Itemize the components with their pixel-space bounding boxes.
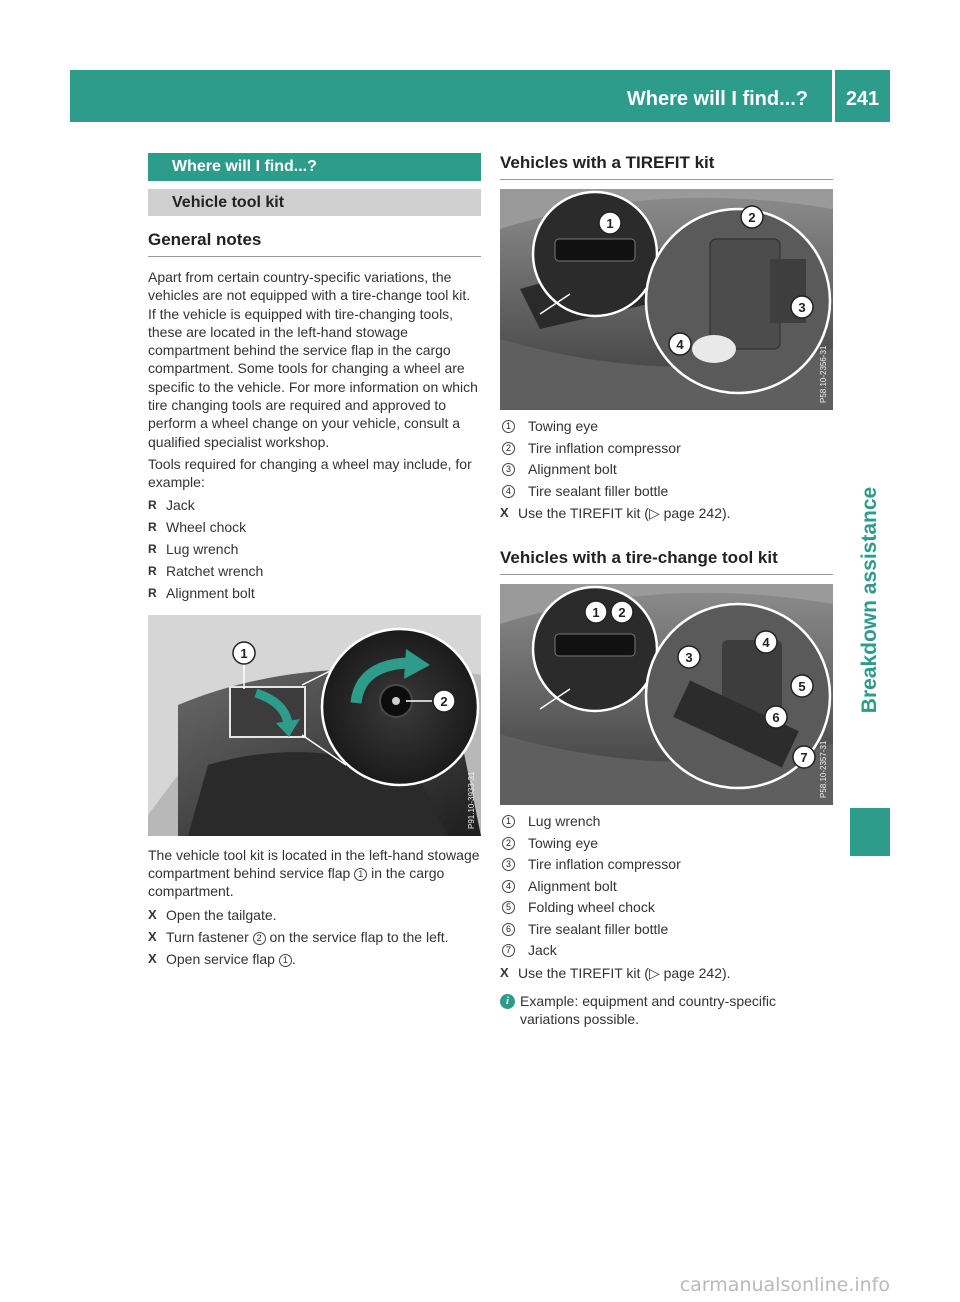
callout-ref: 1 xyxy=(354,867,368,881)
page-number: 241 xyxy=(845,88,880,110)
tire-change-action: Use the TIREFIT kit (▷ page 242). xyxy=(500,962,833,984)
callout-3: 3 xyxy=(798,300,805,315)
heading-tire-change-kit: Vehicles with a tire-change tool kit xyxy=(500,548,833,575)
callout-2: 2 xyxy=(748,210,755,225)
page-reference-link[interactable]: Use the TIREFIT kit (▷ page 242). xyxy=(500,502,833,524)
section-title: Where will I find...? xyxy=(148,153,481,181)
callout-2: 2 xyxy=(440,694,447,709)
figure-code: P91.10-3933-31 xyxy=(467,771,476,829)
header-bar xyxy=(70,70,890,122)
callout-3: 3 xyxy=(685,650,692,665)
figure-code: P58.10-2356-31 xyxy=(819,345,828,403)
step-open-flap: Open service flap 1. xyxy=(148,948,481,970)
figure-code: P58.10-2357-31 xyxy=(819,740,828,798)
heading-general-notes: General notes xyxy=(148,230,481,257)
info-icon: i xyxy=(500,993,515,1009)
subsection-title: Vehicle tool kit xyxy=(148,189,481,216)
page-reference-link[interactable]: Use the TIREFIT kit (▷ page 242). xyxy=(500,962,833,984)
tirefit-figure: 1 2 3 4 P58.10-2356-31 xyxy=(500,189,833,410)
general-notes-paragraph: Apart from certain country-specific vari… xyxy=(148,269,478,450)
callout-1: 1 xyxy=(240,646,247,661)
list-item: Jack xyxy=(148,494,481,516)
callout-1: 1 xyxy=(606,216,613,231)
info-note: i Example: equipment and country-specifi… xyxy=(500,992,833,1028)
tirefit-action: Use the TIREFIT kit (▷ page 242). xyxy=(500,502,833,524)
callout-4: 4 xyxy=(762,635,770,650)
heading-tirefit-kit: Vehicles with a TIREFIT kit xyxy=(500,153,833,180)
callout-2: 2 xyxy=(618,605,625,620)
tools-intro: Tools required for changing a wheel may … xyxy=(148,455,472,491)
callout-7: 7 xyxy=(800,750,807,765)
step-list: Open the tailgate. Turn fastener 2 on th… xyxy=(148,904,481,970)
side-tab-block xyxy=(850,808,890,856)
side-tab-label: Breakdown assistance xyxy=(858,486,881,714)
info-text: Example: equipment and country-specific … xyxy=(520,992,777,1027)
callout-6: 6 xyxy=(772,710,779,725)
callout-ref: 2 xyxy=(252,932,266,946)
step-turn-fastener: Turn fastener 2 on the service flap to t… xyxy=(148,926,481,948)
left-column: Where will I find...? Vehicle tool kit G… xyxy=(148,153,481,970)
tool-kit-location-text: The vehicle tool kit is located in the l… xyxy=(148,846,480,900)
list-item: Lug wrench xyxy=(148,538,481,560)
header-divider xyxy=(832,70,835,122)
callout-5: 5 xyxy=(798,679,805,694)
list-item: Alignment bolt xyxy=(148,582,481,604)
header-title: Where will I find...? xyxy=(626,88,808,110)
tire-change-figure: 1 2 3 4 5 6 7 P58.10-2357-31 xyxy=(500,584,833,805)
watermark: carmanualsonline.info xyxy=(679,1274,890,1296)
list-item: Ratchet wrench xyxy=(148,560,481,582)
callout-ref: 1 xyxy=(278,954,292,968)
step-open-tailgate: Open the tailgate. xyxy=(148,904,481,926)
list-item: Wheel chock xyxy=(148,516,481,538)
right-column: Vehicles with a TIREFIT kit 1 2 xyxy=(500,153,833,1028)
callout-4: 4 xyxy=(676,337,684,352)
service-flap-figure: 1 2 P91.10-3933-31 xyxy=(148,614,481,836)
callout-1: 1 xyxy=(592,605,599,620)
tool-list: Jack Wheel chock Lug wrench Ratchet wren… xyxy=(148,494,481,604)
